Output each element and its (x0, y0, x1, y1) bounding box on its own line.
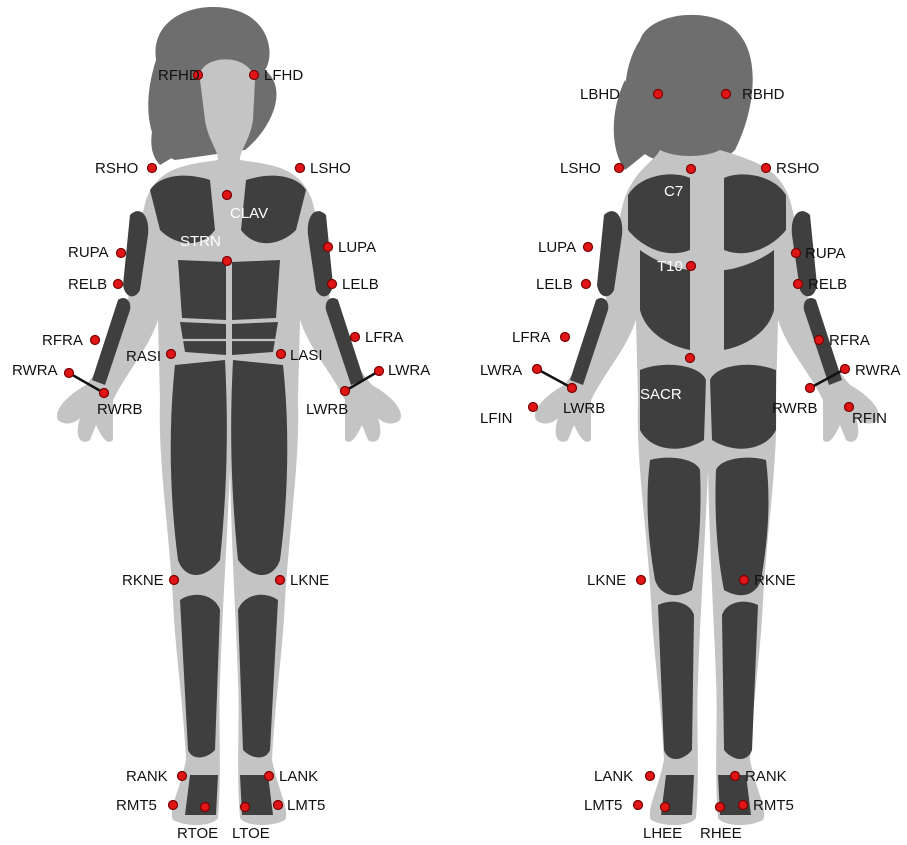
marker-front-relb: RELB (68, 276, 123, 293)
marker-label: RWRB (97, 401, 143, 418)
marker-label: LWRB (306, 401, 348, 418)
marker-label: RWRA (12, 362, 58, 379)
marker-label: RELB (68, 276, 107, 293)
marker-label: LHEE (643, 825, 682, 842)
marker-front-rfra: RFRA (42, 332, 100, 349)
marker-label: RSHO (776, 160, 819, 177)
marker-front-lupa: LUPA (324, 239, 377, 256)
marker-label: RKNE (122, 572, 164, 589)
marker-label: LFIN (480, 410, 513, 427)
marker-label: LELB (536, 276, 573, 293)
marker-label: RTOE (177, 825, 218, 842)
marker-label: RWRB (772, 400, 818, 417)
marker-front-rsho: RSHO (95, 160, 157, 177)
marker-label: RBHD (742, 86, 785, 103)
marker-front-rwra: RWRA (12, 362, 74, 379)
marker-label: RFRA (829, 332, 870, 349)
marker-front-rupa: RUPA (68, 244, 126, 261)
marker-label: LANK (594, 768, 633, 785)
marker-back-lelb: LELB (536, 276, 591, 293)
marker-label: RSHO (95, 160, 138, 177)
marker-label: LUPA (538, 239, 576, 256)
marker-label: LELB (342, 276, 379, 293)
marker-front-rank: RANK (126, 768, 187, 785)
marker-label: LKNE (290, 572, 329, 589)
back-body-figure (535, 15, 879, 825)
marker-back-lfin: LFIN (480, 403, 538, 428)
marker-back-rwrb: RWRB (772, 384, 818, 418)
marker-label: STRN (180, 233, 221, 250)
marker-label: LBHD (580, 86, 620, 103)
marker-back-rwra: RWRA (841, 362, 901, 379)
marker-label: LASI (290, 347, 323, 364)
marker-label: RKNE (754, 572, 796, 589)
marker-front-lelb: LELB (328, 276, 379, 293)
marker-back-lupa: LUPA (538, 239, 593, 256)
marker-back-lmt5: LMT5 (584, 797, 643, 814)
marker-label: LMT5 (584, 797, 622, 814)
marker-label: RWRA (855, 362, 901, 379)
marker-label: RFHD (158, 67, 200, 84)
marker-label: RMT5 (116, 797, 157, 814)
marker-label: RELB (808, 276, 847, 293)
marker-front-lsho: LSHO (296, 160, 351, 177)
marker-label: CLAV (230, 205, 268, 222)
marker-front-lwrb: LWRB (306, 387, 350, 419)
marker-label: RHEE (700, 825, 742, 842)
marker-label: LSHO (310, 160, 351, 177)
marker-label: LWRA (388, 362, 430, 379)
marker-label: RUPA (805, 245, 846, 262)
marker-front-lwra: LWRA (375, 362, 431, 379)
marker-label: LSHO (560, 160, 601, 177)
marker-label: LWRA (480, 362, 522, 379)
marker-label: T10 (657, 258, 683, 275)
marker-label: RANK (745, 768, 787, 785)
marker-label: LTOE (232, 825, 270, 842)
marker-label: RUPA (68, 244, 109, 261)
marker-label: LKNE (587, 572, 626, 589)
marker-label: RANK (126, 768, 168, 785)
marker-back-lank: LANK (594, 768, 655, 785)
marker-back-lfra: LFRA (512, 329, 570, 346)
marker-label: RASI (126, 348, 161, 365)
marker-label: LUPA (338, 239, 376, 256)
wrist-bar-back-left (537, 369, 572, 388)
marker-label: SACR (640, 386, 682, 403)
marker-label: RFIN (852, 410, 887, 427)
marker-label: LFHD (264, 67, 303, 84)
marker-back-lkne: LKNE (587, 572, 646, 589)
marker-label: C7 (664, 183, 683, 200)
marker-front-rkne: RKNE (122, 572, 179, 589)
marker-label: LWRB (563, 400, 605, 417)
marker-front-rwrb: RWRB (97, 389, 143, 419)
marker-label: LFRA (365, 329, 403, 346)
marker-label: LMT5 (287, 797, 325, 814)
marker-label: RFRA (42, 332, 83, 349)
marker-front-lfra: LFRA (351, 329, 404, 346)
marker-label: RMT5 (753, 797, 794, 814)
marker-front-rfhd: RFHD (158, 67, 203, 84)
marker-label: LFRA (512, 329, 550, 346)
marker-front-rmt5: RMT5 (116, 797, 178, 814)
marker-back-lsho: LSHO (560, 160, 624, 177)
marker-back-lwra: LWRA (480, 362, 542, 379)
marker-label: LANK (279, 768, 318, 785)
